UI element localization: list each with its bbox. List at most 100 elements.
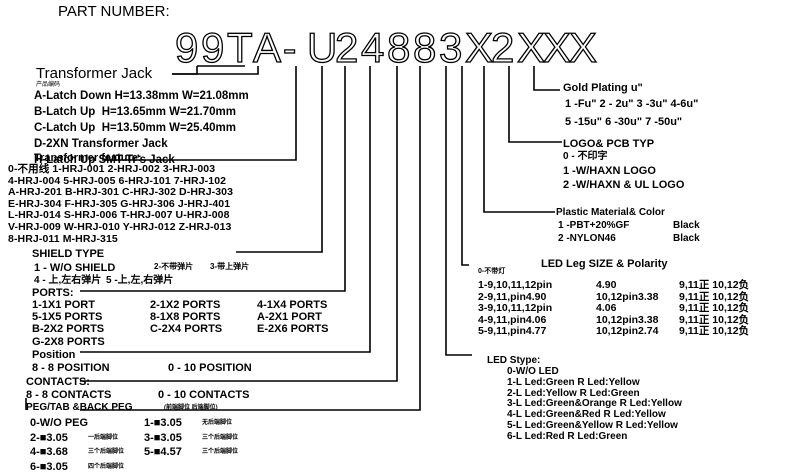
port-option: E-2X6 PORTS bbox=[257, 323, 329, 336]
part-number-char: T bbox=[227, 24, 253, 71]
led-leg-option: 10,12pin2.74 bbox=[596, 325, 659, 338]
transformer-jack-option: A-Latch Down H=13.38mm W=21.08mm bbox=[34, 90, 249, 102]
part-number-label: PART NUMBER: bbox=[58, 3, 170, 20]
peg-title-note: (前端脚位 后端脚位) bbox=[164, 405, 218, 411]
logo-pcb-row-1: 1 -W/HAXN LOGO bbox=[563, 165, 656, 177]
position-title: Position bbox=[32, 349, 76, 361]
part-number-char: 9 bbox=[201, 24, 224, 71]
gold-plating-row-1: 1 -Fu" 2 - 2u" 3 -3u" 4-6u" bbox=[565, 98, 699, 110]
part-number-char: 8 bbox=[387, 24, 410, 71]
transformer-jack-option: C-Latch Up H=13.50mm W=25.40mm bbox=[34, 122, 236, 134]
shield-option-4: 4 - 上,左右弹片 bbox=[34, 275, 102, 286]
transformer-feature-title: Transformer feature: bbox=[34, 152, 142, 164]
plastic-option-1: 1 -PBT+20%GF bbox=[558, 220, 630, 231]
transformer-feature-row: V-HRJ-009 W-HRJ-010 Y-HRJ-012 Z-HRJ-013 bbox=[8, 221, 232, 233]
led-leg-option: 10,12pin3.38 bbox=[596, 313, 659, 326]
port-option: 8-1X8 PORTS bbox=[150, 311, 221, 324]
plastic-option-2: 2 -NYLON46 bbox=[558, 233, 616, 244]
transformer-feature-row: 4-HRJ-004 5-HRJ-005 6-HRJ-101 7-HRJ-102 bbox=[8, 174, 227, 187]
peg-option-note: 四个后端脚位 bbox=[88, 463, 125, 470]
peg-option: 3-■3.05 bbox=[144, 431, 182, 444]
led-type-option: 3-L Led:Green&Orange R Led:Yellow bbox=[507, 398, 682, 410]
peg-option-note: 三个后端脚位 bbox=[202, 449, 239, 455]
led-leg-zero: 0-不带灯 bbox=[478, 268, 506, 275]
leader-lines bbox=[25, 65, 562, 411]
peg-option-note: 一后端脚位 bbox=[88, 434, 119, 441]
peg-option-note: 三个后端脚位 bbox=[88, 449, 125, 455]
port-option: C-2X4 PORTS bbox=[150, 323, 223, 336]
transformer-feature-row: 0-不用线 1-HRJ-001 2-HRJ-002 3-HRJ-003 bbox=[8, 163, 216, 175]
position-option-8: 8 - 8 POSITION bbox=[32, 362, 110, 374]
led-leg-title: LED Leg SIZE & Polarity bbox=[541, 258, 668, 270]
shield-option-5: 5 -上,左,右弹片 bbox=[106, 275, 174, 286]
led-type-option: 0-W/O LED bbox=[507, 366, 559, 377]
shield-option-1: 1 - W/O SHIELD bbox=[34, 262, 116, 274]
part-number-char: U bbox=[307, 24, 337, 71]
port-option: 5-1X5 PORTS bbox=[32, 311, 103, 324]
port-option: A-2X1 PORT bbox=[257, 311, 322, 324]
peg-option-note: 无后端脚位 bbox=[202, 420, 233, 426]
gold-plating-title: Gold Plating u" bbox=[563, 82, 643, 94]
led-leg-option: 5-9,11,pin4.77 bbox=[478, 325, 547, 338]
led-leg-option: 4-9,11,pin4.06 bbox=[478, 313, 547, 326]
peg-option: 6-■3.05 bbox=[30, 460, 68, 473]
part-number-char: 2 bbox=[491, 24, 514, 71]
shield-option-2: 2-不带弹片 bbox=[154, 262, 194, 271]
plastic-color-2: Black bbox=[673, 233, 700, 244]
part-number-char: 8 bbox=[413, 24, 436, 71]
shield-option-3: 3-带上弹片 bbox=[210, 262, 250, 271]
transformer-jack-option: H-Latch Up SMT Tr's Jack bbox=[34, 154, 175, 166]
transformer-feature-row: L-HRJ-014 S-HRJ-006 T-HRJ-007 U-HRJ-008 bbox=[8, 209, 230, 222]
transformer-jack-option: B-Latch Up H=13.65mm W=21.70mm bbox=[34, 106, 236, 118]
peg-option: 1-■3.05 bbox=[144, 417, 182, 429]
led-type-title: LED Stype: bbox=[487, 355, 541, 366]
contacts-title: CONTACTS: bbox=[26, 376, 90, 388]
plastic-title: Plastic Material& Color bbox=[556, 207, 665, 218]
led-type-option: 6-L Led:Red R Led:Green bbox=[507, 430, 628, 442]
peg-option: 0-W/O PEG bbox=[30, 417, 89, 429]
logo-pcb-title: LOGO& PCB TYP bbox=[563, 138, 655, 150]
part-number-char: 9 bbox=[175, 24, 198, 71]
transformer-jack-title: Transformer Jack bbox=[36, 65, 153, 82]
contacts-option-8: 8 - 8 CONTACTS bbox=[26, 389, 112, 401]
peg-option: 4-■3.68 bbox=[30, 446, 68, 458]
led-type-option: 1-L Led:Green R Led:Yellow bbox=[507, 376, 640, 388]
gold-plating-row-2: 5 -15u" 6 -30u" 7 -50u" bbox=[565, 116, 683, 128]
shield-type-title: SHIELD TYPE bbox=[32, 248, 105, 260]
part-number-char: A bbox=[253, 24, 281, 71]
led-leg-option: 9,11正 10,12负 bbox=[679, 302, 750, 315]
port-option: 4-1X4 PORTS bbox=[257, 299, 328, 311]
ports-title: PORTS: bbox=[32, 287, 74, 299]
part-number-char: X bbox=[465, 24, 493, 71]
transformer-feature-row: 8-HRJ-011 M-HRJ-315 bbox=[8, 232, 118, 245]
led-leg-option: 9,11正 10,12负 bbox=[679, 313, 750, 326]
part-number-char: X bbox=[543, 24, 571, 71]
led-leg-option: 4.90 bbox=[596, 279, 617, 291]
plastic-color-1: Black bbox=[673, 220, 700, 231]
led-leg-option: 1-9,10,11,12pin bbox=[478, 279, 553, 291]
port-option: B-2X2 PORTS bbox=[32, 323, 105, 336]
led-leg-option: 9,11正 10,12负 bbox=[679, 290, 750, 303]
transformer-jack-option: D-2XN Transformer Jack bbox=[34, 138, 168, 150]
led-type-option: 2-L Led:Yellow R Led:Green bbox=[507, 387, 640, 399]
part-number-char: 2 bbox=[335, 24, 358, 71]
logo-pcb-row-2: 2 -W/HAXN & UL LOGO bbox=[563, 179, 685, 191]
part-number-char: 4 bbox=[361, 24, 384, 71]
part-number-char: - bbox=[283, 27, 296, 71]
led-leg-option: 2-9,11,pin4.90 bbox=[478, 290, 547, 303]
peg-option: 5-■4.57 bbox=[144, 446, 182, 458]
part-number-char: 3 bbox=[439, 24, 462, 71]
led-leg-option: 3-9,10,11,12pin bbox=[478, 302, 553, 315]
led-leg-option: 9,11正 10,12负 bbox=[679, 325, 750, 338]
peg-title: PEG/TAB &BACK PEG bbox=[26, 402, 133, 413]
peg-option: 2-■3.05 bbox=[30, 431, 68, 444]
part-number-char: X bbox=[517, 24, 545, 71]
contacts-option-10: 0 - 10 CONTACTS bbox=[158, 389, 250, 401]
transformer-feature-row: E-HRJ-304 F-HRJ-305 G-HRJ-306 J-HRJ-401 bbox=[8, 197, 231, 210]
led-type-option: 5-L Led:Green&Yellow R Led:Yellow bbox=[507, 420, 678, 431]
transformer-jack-note: 产品编码 bbox=[36, 82, 61, 88]
position-option-10: 0 - 10 POSITION bbox=[168, 362, 252, 374]
logo-pcb-row-0: 0 - 不印字 bbox=[563, 151, 608, 162]
